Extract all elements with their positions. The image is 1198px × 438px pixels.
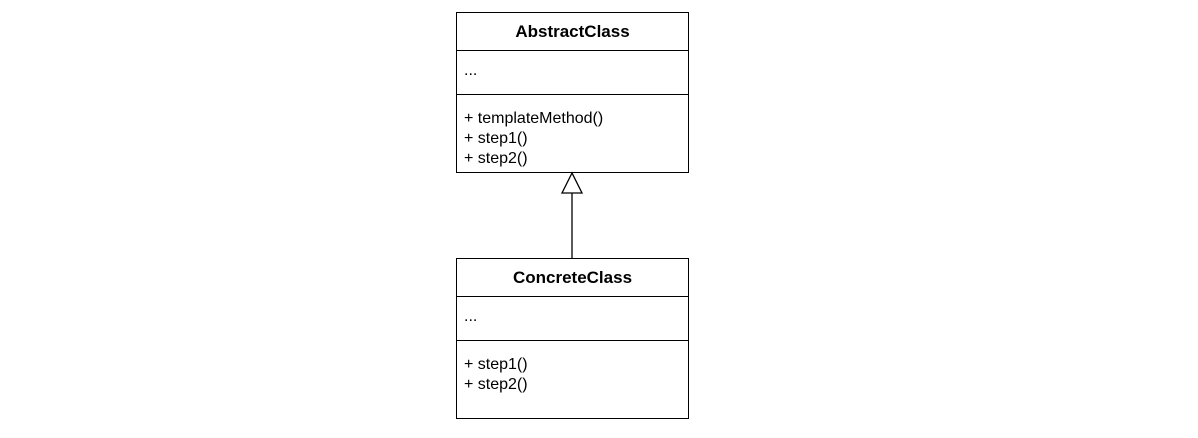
abstract-class-name: AbstractClass bbox=[457, 13, 688, 51]
inheritance-arrowhead bbox=[560, 171, 584, 194]
method-step2: + step2() bbox=[464, 376, 528, 393]
concrete-class-methods: + step1() + step2() bbox=[457, 341, 688, 395]
abstract-class-attributes: ... bbox=[457, 51, 688, 95]
concrete-class-attributes: ... bbox=[457, 297, 688, 341]
method-step1: + step1() bbox=[464, 356, 528, 373]
concrete-class-box: ConcreteClass ... + step1() + step2() bbox=[456, 258, 689, 419]
abstract-class-methods: + templateMethod() + step1() + step2() bbox=[457, 95, 688, 169]
method-step2: + step2() bbox=[464, 150, 528, 167]
method-template-method: + templateMethod() bbox=[464, 110, 604, 127]
method-step1: + step1() bbox=[464, 130, 528, 147]
concrete-class-name: ConcreteClass bbox=[457, 259, 688, 297]
abstract-class-box: AbstractClass ... + templateMethod() + s… bbox=[456, 12, 689, 173]
